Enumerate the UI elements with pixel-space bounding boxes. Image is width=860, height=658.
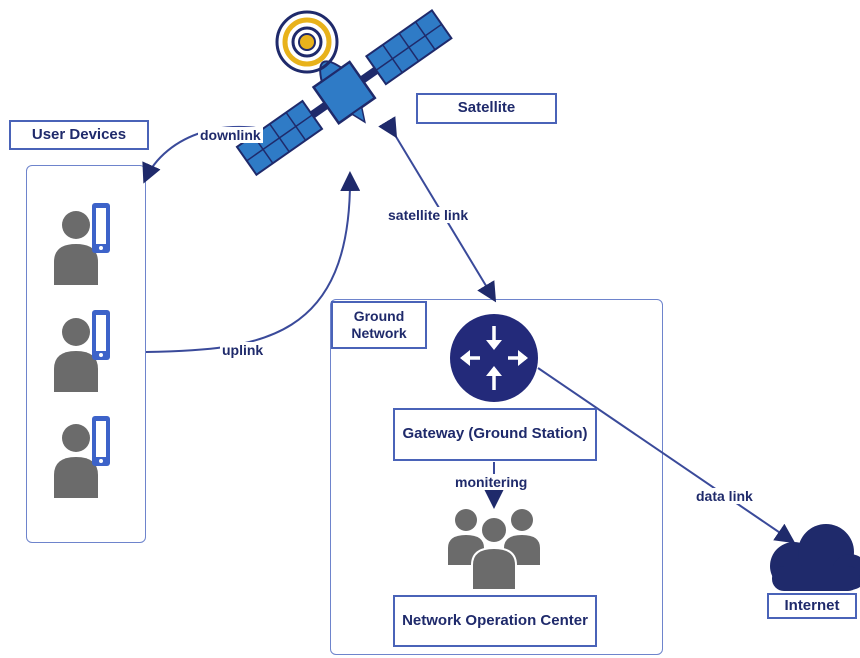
uplink-edge: [145, 171, 361, 353]
monitoring-label: monitering: [453, 474, 530, 490]
user-with-phone-icon: [54, 310, 110, 392]
user-with-phone-icon: [54, 416, 110, 498]
satellite-link-label: satellite link: [386, 207, 471, 223]
satellite-label: Satellite: [416, 93, 557, 124]
internet-label: Internet: [767, 593, 857, 619]
router-icon: [450, 314, 538, 402]
ground-network-label: Ground Network: [331, 301, 427, 349]
gateway-label: Gateway (Ground Station): [393, 408, 597, 461]
user-devices-label: User Devices: [9, 120, 149, 150]
data-link-label: data link: [694, 488, 755, 504]
cloud-icon: [770, 524, 860, 591]
people-group-icon: [448, 509, 540, 591]
user-with-phone-icon: [54, 203, 110, 285]
uplink-label: uplink: [220, 342, 266, 358]
satellite-icon: [235, 8, 453, 177]
noc-label: Network Operation Center: [393, 595, 597, 647]
data-link-edge: [537, 367, 796, 544]
downlink-label: downlink: [198, 127, 263, 143]
